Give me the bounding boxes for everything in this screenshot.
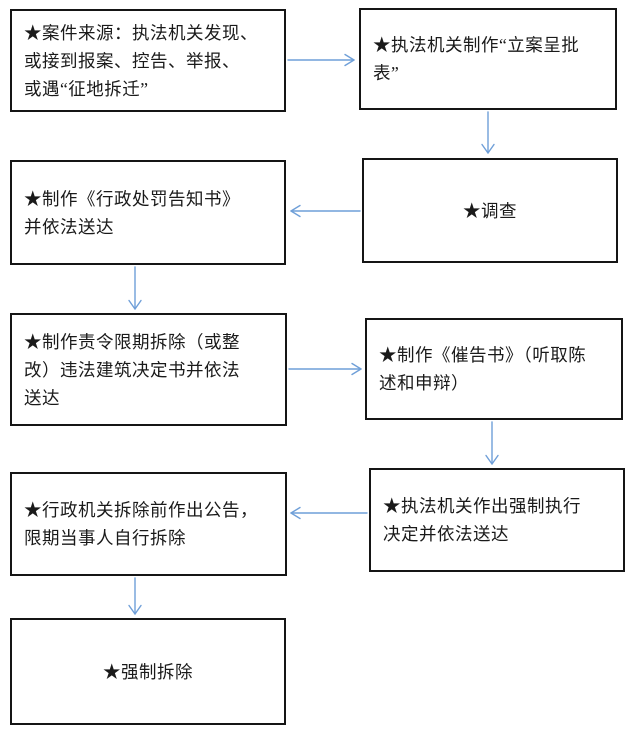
- flow-node-public-announcement-label: ★行政机关拆除前作出公告， 限期当事人自行拆除: [24, 500, 258, 548]
- flow-node-investigation: ★调查: [362, 158, 618, 263]
- flow-node-penalty-notice-label: ★制作《行政处罚告知书》 并依法送达: [24, 188, 240, 237]
- flow-node-enforcement-decision: ★执法机关作出强制执行 决定并依法送达: [369, 468, 625, 572]
- flow-node-demolition-order: ★制作责令限期拆除（或整 改）违法建筑决定书并依法 送达: [10, 313, 287, 426]
- flow-node-reminder-letter-label: ★制作《催告书》（听取陈 述和申辩）: [379, 345, 587, 393]
- flow-node-case-source-label: ★案件来源：执法机关发现、 或接到报案、控告、举报、 或遇“征地拆迁”: [24, 22, 258, 99]
- flow-node-filing-approval-form-label: ★执法机关制作“立案呈批 表”: [373, 35, 580, 83]
- flow-node-demolition-order-label: ★制作责令限期拆除（或整 改）违法建筑决定书并依法 送达: [24, 331, 240, 408]
- arrow-investigation-to-penalty-notice: [290, 204, 361, 218]
- arrow-enforcement-decision-to-public-announcement: [290, 506, 368, 520]
- arrow-public-announcement-to-forced-demolition: [128, 577, 142, 615]
- arrow-demolition-order-to-reminder-letter: [288, 362, 362, 376]
- flow-node-reminder-letter: ★制作《催告书》（听取陈 述和申辩）: [365, 318, 623, 420]
- flow-node-case-source: ★案件来源：执法机关发现、 或接到报案、控告、举报、 或遇“征地拆迁”: [10, 9, 286, 112]
- arrow-filing-approval-form-to-investigation: [481, 111, 495, 154]
- arrow-reminder-letter-to-enforcement-decision: [485, 421, 499, 465]
- flow-node-penalty-notice: ★制作《行政处罚告知书》 并依法送达: [10, 160, 286, 265]
- flow-node-investigation-label: ★调查: [463, 200, 517, 221]
- flow-node-filing-approval-form: ★执法机关制作“立案呈批 表”: [359, 8, 617, 110]
- arrow-case-source-to-filing-approval-form: [287, 53, 355, 67]
- flow-node-forced-demolition-label: ★强制拆除: [103, 661, 193, 682]
- flow-node-forced-demolition: ★强制拆除: [10, 618, 286, 725]
- flow-node-public-announcement: ★行政机关拆除前作出公告， 限期当事人自行拆除: [10, 472, 287, 576]
- flow-node-enforcement-decision-label: ★执法机关作出强制执行 决定并依法送达: [383, 496, 581, 544]
- arrow-penalty-notice-to-demolition-order: [128, 266, 142, 310]
